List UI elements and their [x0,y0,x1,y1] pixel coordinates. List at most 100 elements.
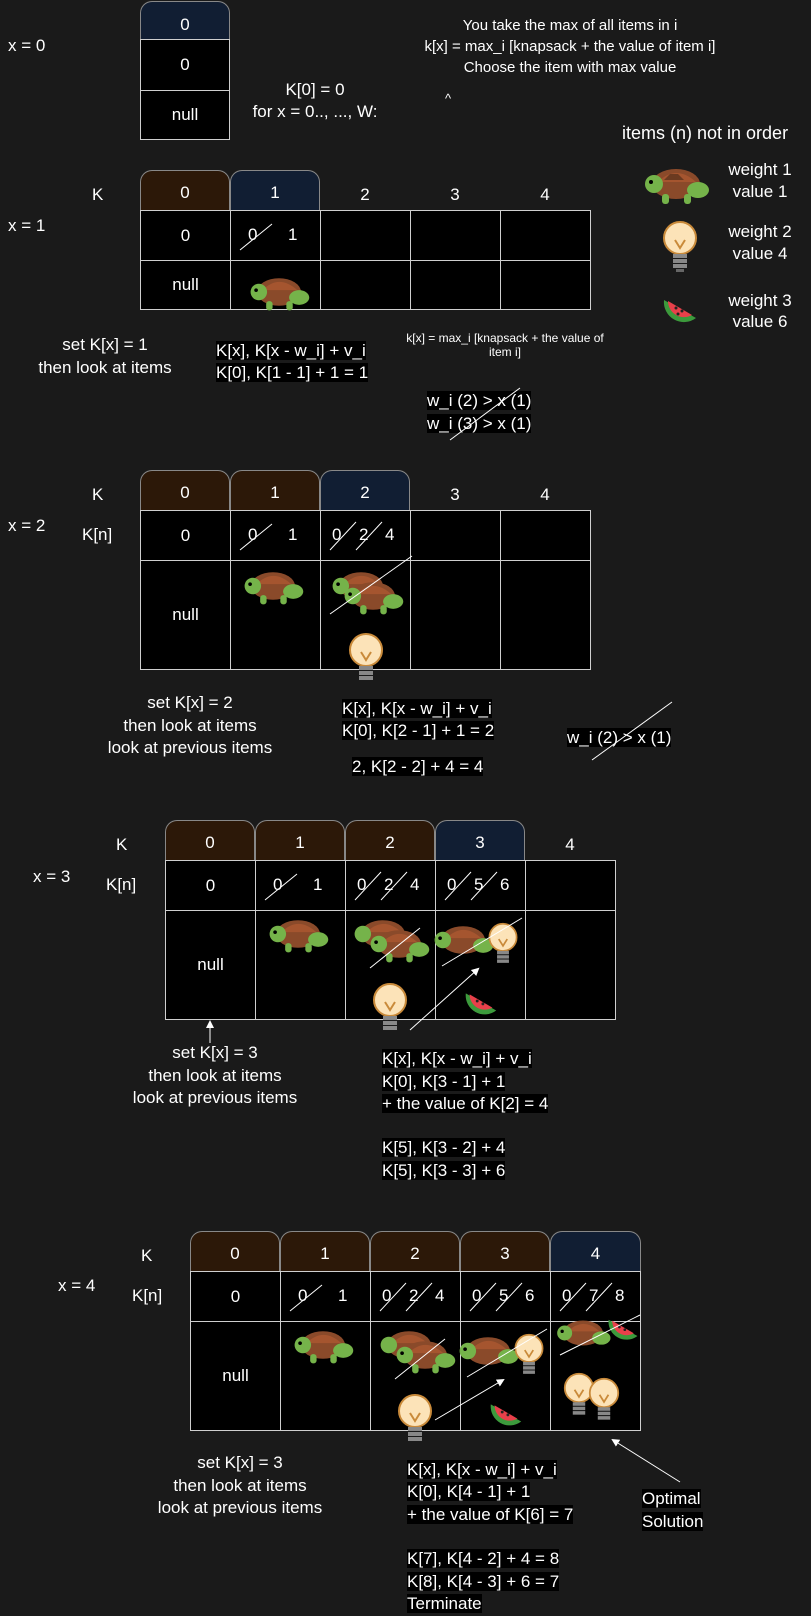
x2-caption-line1: set K[x] = 2 [147,693,233,712]
table-cell [410,510,501,561]
table-cell [500,210,591,261]
table-cell [320,260,411,310]
lightbulb-icon [586,1377,622,1430]
x1-check-line1: w_i (2) > x (1) [427,390,532,412]
x4-caption-line3: look at previous items [157,1498,323,1517]
tab-3: 3 [450,185,460,204]
x1-small-note-line2: item i] [488,345,521,359]
tab-0: 0 [140,170,230,210]
x3-formula-line5: K[5], K[3 - 3] + 6 [382,1160,506,1182]
table-cell [410,210,501,261]
watermelon-icon [487,1393,525,1436]
tab-3: 3 [435,820,525,860]
tab-2: 2 [370,1231,460,1271]
x3-formula-line3: + the value of K[2] = 4 [382,1093,549,1115]
table-cell: 0 2 4 [345,860,436,911]
formula-text: K[x], K[x - w_i] + v_i [407,1460,557,1479]
table-cell [500,560,591,670]
formula-text: K[x], K[x - w_i] + v_i [382,1049,532,1068]
tab-4: 4 [540,485,550,504]
tab-3: 3 [460,1231,550,1271]
table-cell [525,860,616,911]
struck-value: 0 [298,1286,308,1305]
table-cell-value: 0 [165,860,256,911]
x3-caption-line1: set K[x] = 3 [172,1043,258,1062]
x2-formula-line2: K[0], K[2 - 1] + 1 = 2 [342,720,495,742]
k-label: K [141,1246,153,1265]
k-label: K [92,485,104,504]
table-cell: 0 2 4 [320,510,411,561]
formula-text: + the value of K[6] = 7 [407,1505,574,1524]
formula-text: K[0], K[3 - 1] + 1 [382,1072,506,1091]
struck-value: 0 [382,1286,392,1305]
lightbulb-icon [512,1333,546,1384]
table-cell [320,210,411,261]
lightbulb-icon [486,922,520,973]
lightbulb-icon [346,632,386,691]
cell-value: 1 [338,1286,348,1305]
x1-label: x = 1 [8,216,46,235]
watermelon-icon [605,1309,641,1350]
struck-value: 0 [562,1286,572,1305]
turtle-icon [246,270,312,319]
table-cell: 0 1 [255,860,346,911]
formula-text: Terminate [407,1594,482,1613]
x3-label: x = 3 [33,867,71,886]
formula-text: K[0], K[2 - 1] + 1 = 2 [342,721,495,740]
struck-value: 2 [409,1286,419,1305]
x3-formula-line2: K[0], K[3 - 1] + 1 [382,1071,506,1093]
turtle-icon [290,1323,356,1372]
check-text: w_i (2) > x (1) [427,391,532,410]
x2-caption-line3: look at previous items [107,738,273,757]
lightbulb-icon [660,220,700,279]
table-cell: 0 1 [230,210,321,261]
x2-formula-line3: 2, K[2 - 2] + 4 = 4 [352,756,484,778]
x1-check-line2: w_i (3) > x (1) [427,413,532,435]
init-line2: for x = 0.., ..., W: [252,102,378,121]
turtle-icon [553,1313,613,1358]
turtle-icon [340,574,406,623]
x0-label: x = 0 [8,36,46,55]
struck-value: 0 [447,875,457,894]
table-cell [255,910,346,1020]
struck-value: 0 [357,875,367,894]
item1-value: value 1 [732,182,788,201]
tab-0: 0 [190,1231,280,1271]
struck-value: 2 [384,875,394,894]
struck-value: 0 [248,225,258,244]
check-text: w_i (3) > x (1) [427,414,532,433]
item2-weight: weight 2 [728,222,792,241]
turtle-icon [240,564,306,613]
tab-4: 4 [540,185,550,204]
cell-value: 4 [435,1286,445,1305]
note-line2: k[x] = max_i [knapsack + the value of it… [424,38,716,55]
formula-text: K[5], K[3 - 3] + 6 [382,1161,506,1180]
cell-value: 4 [385,525,395,544]
table-cell-null: null [140,90,230,140]
check-text: w_i (2) > x (1) [567,728,672,747]
struck-value: 0 [332,525,342,544]
lightbulb-icon [395,1393,435,1452]
optimal-label-line1: Optimal [642,1488,701,1510]
struck-value: 2 [359,525,369,544]
formula-text: K[7], K[4 - 2] + 4 = 8 [407,1549,560,1568]
watermelon-icon [462,982,500,1025]
x4-formula-line4: K[7], K[4 - 2] + 4 = 8 [407,1548,560,1570]
table-cell: 0 1 [230,510,321,561]
x2-caption-line2: then look at items [123,716,257,735]
tab-1: 1 [230,170,320,210]
x4-formula-line1: K[x], K[x - w_i] + v_i [407,1459,557,1481]
tab-1: 1 [230,470,320,510]
note-line3: Choose the item with max value [463,59,677,76]
kn-label: K[n] [132,1286,163,1305]
tab-4: 4 [565,835,575,854]
x2-check-line: w_i (2) > x (1) [567,727,672,749]
table-cell [410,560,501,670]
struck-value: 0 [472,1286,482,1305]
tab-1: 1 [255,820,345,860]
tab-1: 1 [280,1231,370,1271]
arrow [611,1438,681,1483]
lightbulb-icon [370,982,410,1041]
x3-formula-line4: K[5], K[3 - 2] + 4 [382,1137,506,1159]
cell-value: 1 [288,225,298,244]
